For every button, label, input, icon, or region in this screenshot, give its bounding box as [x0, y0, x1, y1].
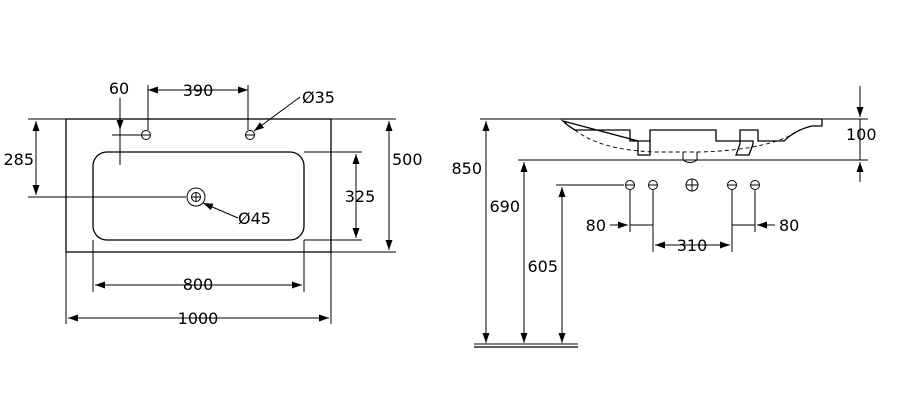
waste-outlet: [682, 152, 698, 163]
tap-hole-left: [141, 130, 151, 140]
label-100: 100: [846, 125, 877, 144]
label-dia45: Ø45: [238, 209, 271, 228]
label-800: 800: [183, 275, 214, 294]
basin-outline: [65, 118, 332, 253]
dim-leader-45: [202, 202, 239, 219]
label-285: 285: [3, 150, 34, 169]
basin-profile: [560, 118, 823, 156]
label-390: 390: [183, 81, 214, 100]
label-80-left: 80: [586, 216, 606, 235]
label-850: 850: [451, 159, 482, 178]
outlet-hole-1: [625, 180, 635, 190]
label-80-right: 80: [779, 216, 799, 235]
tap-hole-right: [245, 130, 255, 140]
outlet-hole-2: [648, 180, 658, 190]
label-690: 690: [489, 197, 520, 216]
top-view: 60 390 Ø35 285 500 325 Ø45 800 1000: [3, 79, 422, 328]
outlet-hole-4: [750, 180, 760, 190]
label-60: 60: [109, 79, 129, 98]
drain-icon: [186, 187, 206, 207]
bowl-outline: [92, 151, 305, 241]
side-view: 850 690 605 100 80 310 80: [451, 86, 877, 348]
bowl-dashed: [574, 129, 801, 153]
label-dia35: Ø35: [302, 88, 335, 107]
label-310: 310: [677, 236, 708, 255]
outlet-hole-center: [685, 178, 699, 192]
label-500: 500: [392, 150, 423, 169]
label-1000: 1000: [178, 309, 219, 328]
outlet-hole-3: [727, 180, 737, 190]
label-605: 605: [527, 257, 558, 276]
label-325: 325: [345, 187, 376, 206]
dim-leader-35: [253, 96, 301, 132]
